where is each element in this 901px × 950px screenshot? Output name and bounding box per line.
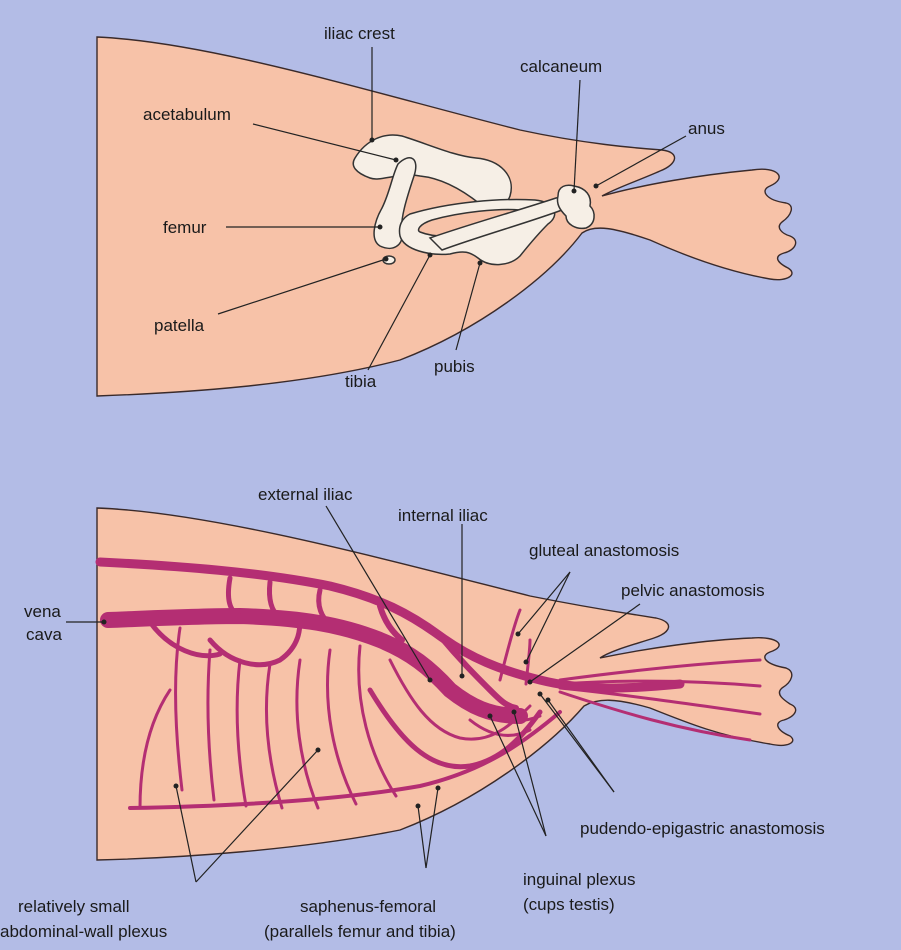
label-inguinal-plexus-2: (cups testis)	[523, 895, 615, 914]
label-acetabulum: acetabulum	[143, 105, 231, 124]
label-inguinal-plexus-1: inguinal plexus	[523, 870, 635, 889]
label-pubis: pubis	[434, 357, 475, 376]
label-external-iliac: external iliac	[258, 485, 353, 504]
label-internal-iliac: internal iliac	[398, 506, 488, 525]
label-pudendo-epigastric: pudendo-epigastric anastomosis	[580, 819, 825, 838]
bottom-diagram: external iliac internal iliac gluteal an…	[0, 485, 825, 941]
label-saphenus-femoral-2: (parallels femur and tibia)	[264, 922, 456, 941]
label-abdominal-plexus-2: abdominal-wall plexus	[0, 922, 167, 941]
label-calcaneum: calcaneum	[520, 57, 602, 76]
label-saphenus-femoral-1: saphenus-femoral	[300, 897, 436, 916]
label-gluteal-anastomosis: gluteal anastomosis	[529, 541, 679, 560]
top-diagram: iliac crest calcaneum acetabulum anus fe…	[97, 24, 796, 396]
label-femur: femur	[163, 218, 207, 237]
label-tibia: tibia	[345, 372, 377, 391]
label-abdominal-plexus-1: relatively small	[18, 897, 129, 916]
label-iliac-crest: iliac crest	[324, 24, 395, 43]
label-vena-cava-2: cava	[26, 625, 62, 644]
label-vena-cava-1: vena	[24, 602, 61, 621]
label-anus: anus	[688, 119, 725, 138]
label-patella: patella	[154, 316, 205, 335]
label-pelvic-anastomosis: pelvic anastomosis	[621, 581, 765, 600]
